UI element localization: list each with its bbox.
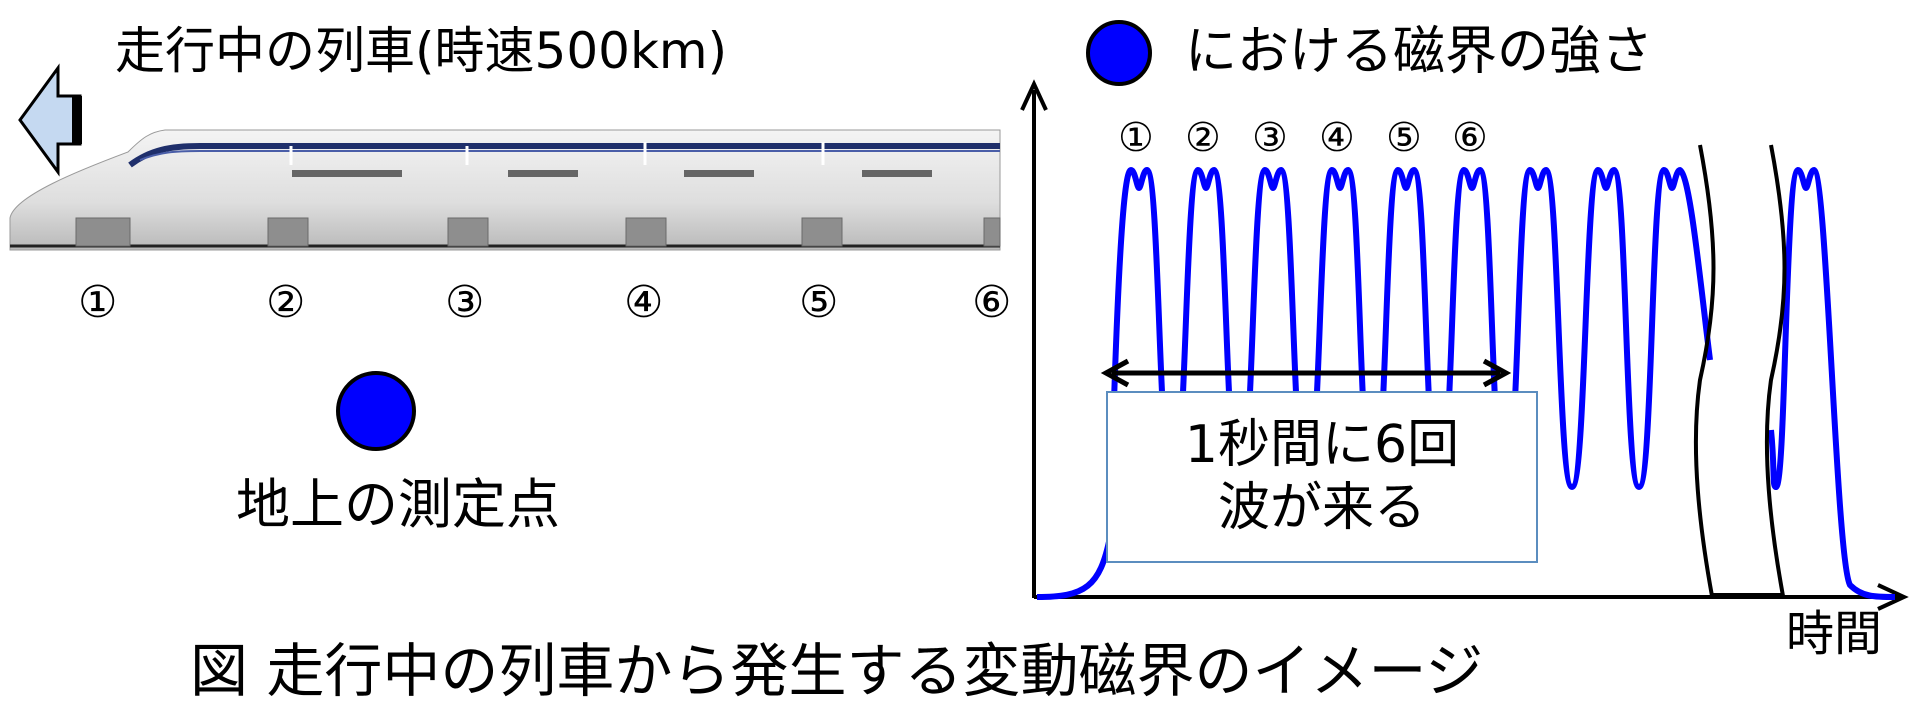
peak-marker-6: ⑥ (1452, 115, 1488, 161)
train-title: 走行中の列車(時速500km) (115, 22, 728, 80)
peak-marker-3: ③ (1252, 115, 1288, 161)
position-marker-5: ⑤ (799, 277, 839, 328)
position-marker-4: ④ (624, 277, 664, 328)
train-illustration (9, 129, 1001, 251)
measurement-point-label: 地上の測定点 (236, 473, 560, 536)
magnetic-field-wave (1036, 167, 1896, 600)
annotation-line-1: 1秒間に6回 (1184, 414, 1460, 475)
annotation-line-2: 波が来る (1217, 478, 1426, 538)
peak-marker-2: ② (1185, 115, 1221, 161)
figure-caption: 図 走行中の列車から発生する変動磁界のイメージ (190, 637, 1484, 705)
legend-dot (1086, 20, 1152, 86)
annotation-box: 1秒間に6回 波が来る (1106, 391, 1538, 563)
measurement-point-dot (336, 371, 416, 451)
position-marker-6: ⑥ (972, 277, 1012, 328)
position-marker-3: ③ (445, 277, 485, 328)
position-marker-1: ① (78, 277, 118, 328)
peak-marker-5: ⑤ (1386, 115, 1422, 161)
illustration-canvas (9, 63, 1909, 611)
position-marker-2: ② (266, 277, 306, 328)
x-axis-label: 時間 (1786, 606, 1883, 662)
peak-marker-4: ④ (1319, 115, 1355, 161)
graph-legend-text: における磁界の強さ (1185, 22, 1654, 82)
peak-marker-1: ① (1118, 115, 1154, 161)
span-arrow (1100, 358, 1512, 388)
direction-arrow-icon (18, 63, 82, 177)
axis-break-lines (1693, 144, 1787, 599)
